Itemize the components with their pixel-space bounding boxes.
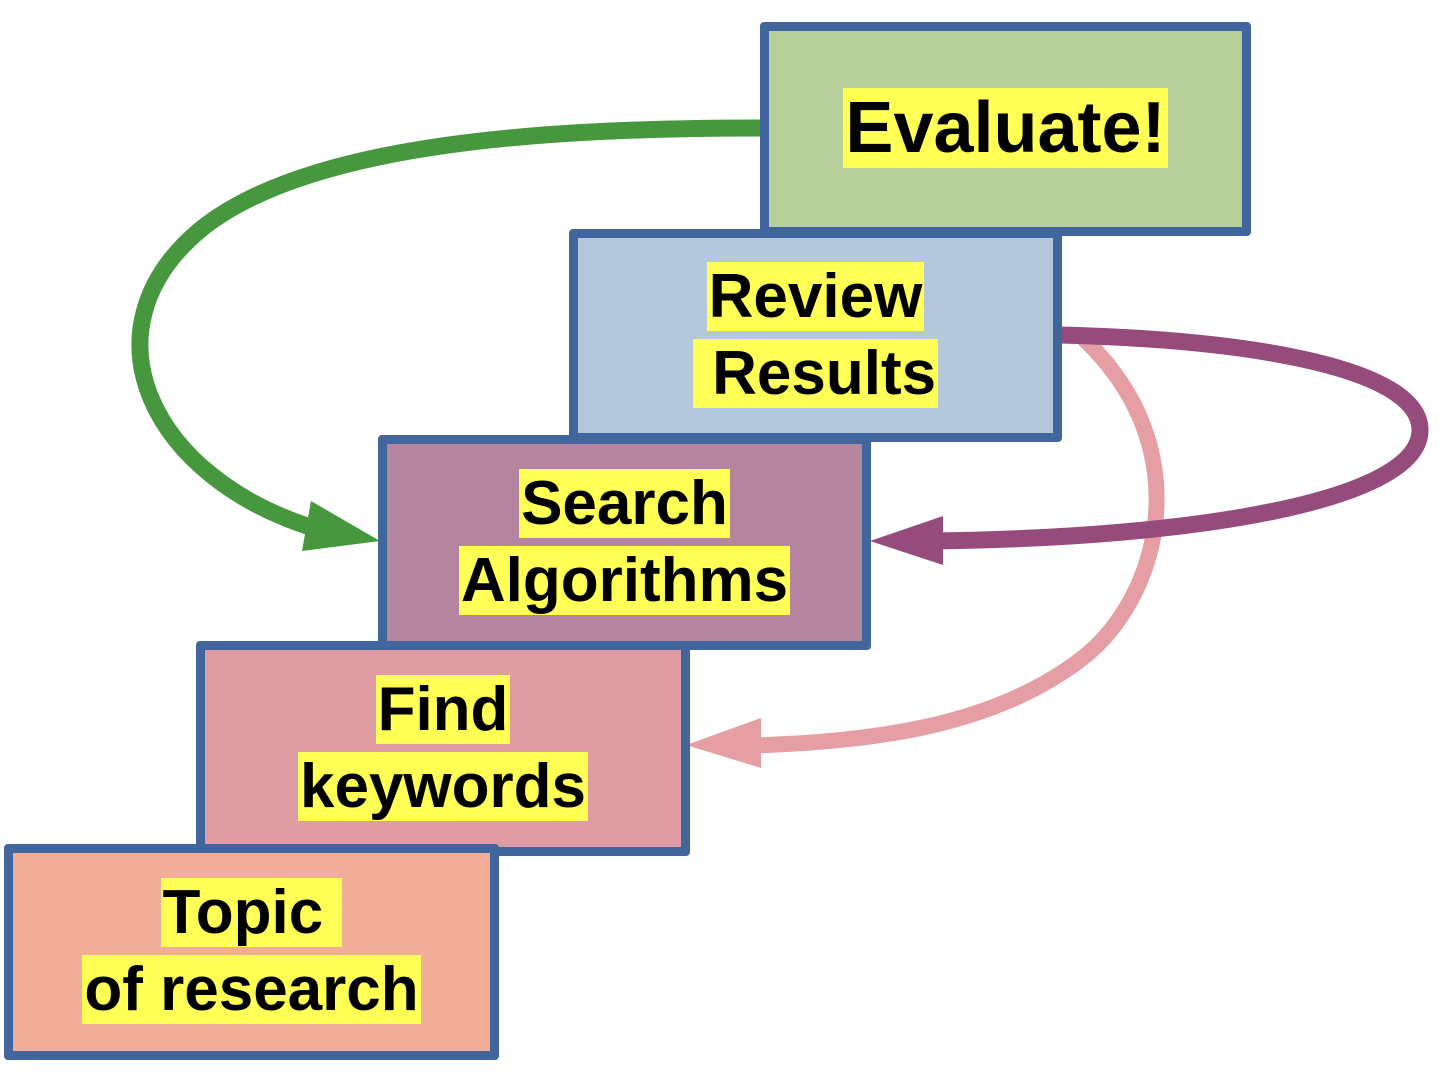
step-evaluate: Evaluate!: [760, 22, 1251, 236]
step-search-algorithms: Search Algorithms: [378, 435, 871, 650]
step-search-algorithms-line-2: Algorithms: [458, 545, 791, 615]
step-evaluate-line-1: Evaluate!: [843, 88, 1168, 169]
step-topic-of-research-line-2: of research: [82, 955, 421, 1024]
step-search-algorithms-line-1: Search: [519, 468, 730, 538]
step-review-results: Review Results: [569, 229, 1062, 442]
arrow-review-to-search-head: [870, 516, 943, 565]
step-evaluate-label: Evaluate!: [843, 81, 1168, 176]
arrow-review-to-search: [921, 326, 1429, 550]
step-topic-of-research-line-1: Topic: [160, 878, 343, 948]
step-find-keywords-line-2: keywords: [297, 751, 589, 821]
step-review-results-line-2: Results: [692, 338, 939, 408]
step-review-results-label: Review Results: [692, 259, 939, 413]
arrow-evaluate-to-search: [131, 119, 774, 539]
step-find-keywords-label: Find keywords: [297, 672, 589, 826]
arrow-review-to-keywords-head: [686, 718, 761, 768]
step-topic-of-research: Topic of research: [4, 844, 499, 1060]
step-review-results-line-1: Review: [706, 261, 925, 331]
step-topic-of-research-label: Topic of research: [82, 875, 421, 1029]
arrow-evaluate-to-search-head: [302, 501, 380, 551]
step-search-algorithms-label: Search Algorithms: [458, 466, 791, 620]
step-find-keywords: Find keywords: [196, 641, 690, 856]
arrow-review-to-keywords: [732, 332, 1165, 754]
step-find-keywords-line-1: Find: [375, 674, 511, 744]
